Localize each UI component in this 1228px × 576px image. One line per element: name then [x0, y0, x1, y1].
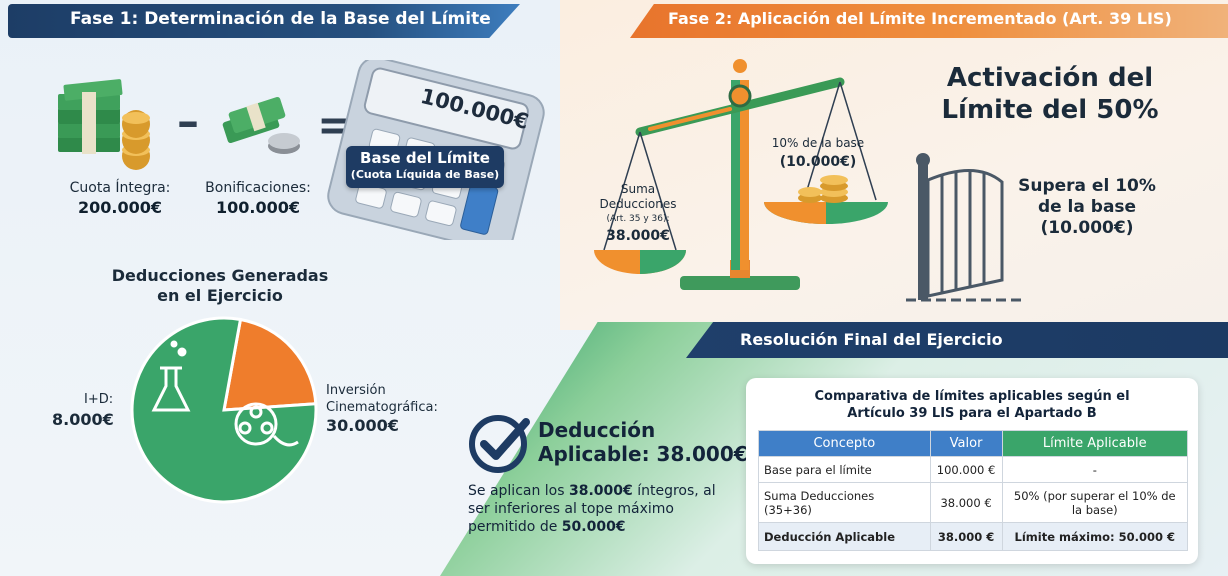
base-limit-title: Base del Límite — [360, 149, 490, 167]
deductions-title-line2: en el Ejercicio — [157, 286, 283, 305]
pie-id-label: I+D: — [84, 392, 114, 407]
left-pan-line1: Suma — [620, 182, 656, 196]
cell-limite: 50% (por superar el 10% de la base) — [1001, 482, 1189, 523]
table-row: Deducción Aplicable 38.000 € Límite máxi… — [758, 522, 1189, 551]
table-row: Suma Deducciones (35+36) 38.000 € 50% (p… — [758, 482, 1189, 523]
phase2-title: Fase 2: Aplicación del Límite Incrementa… — [668, 9, 1172, 28]
pie-cine-label: Inversión Cinematográfica: — [326, 382, 438, 416]
left-pan-line2: Deducciones — [599, 197, 677, 211]
apply-text-bold2: 50.000€ — [561, 519, 626, 535]
apply-text-part1: Se aplican los — [468, 483, 569, 499]
cell-valor: 38.000 € — [929, 482, 1003, 523]
header-limite: Límite Aplicable — [1001, 430, 1189, 457]
bonif-label: Bonificaciones: — [205, 180, 311, 196]
left-pan-value: 38.000€ — [606, 228, 670, 244]
cell-limite: - — [1001, 456, 1189, 483]
deductions-pie-chart — [130, 316, 318, 504]
comparison-title-line1: Comparativa de límites aplicables según … — [814, 389, 1130, 404]
header-concepto: Concepto — [758, 430, 931, 457]
deductions-title-line1: Deducciones Generadas — [111, 266, 329, 285]
cell-valor: 38.000 € — [929, 522, 1003, 551]
base-limit-badge: Base del Límite (Cuota Líquida de Base) — [346, 146, 504, 188]
supera-line3: (10.000€) — [1040, 218, 1134, 238]
pie-id-value: 8.000€ — [52, 410, 114, 429]
cell-valor: 100.000 € — [929, 456, 1003, 483]
apply-text-bold1: 38.000€ — [569, 483, 633, 499]
activation-line1: Activación del — [946, 63, 1154, 93]
phase1-title: Fase 1: Determinación de la Base del Lím… — [70, 9, 491, 29]
cuota-label: Cuota Íntegra: — [69, 180, 171, 196]
pie-cine-label-line2: Cinematográfica: — [326, 400, 438, 415]
supera-line2: de la base — [1037, 197, 1137, 217]
apply-text-part2: íntegros, al ser inferiores al tope máxi… — [468, 483, 716, 535]
pie-cine-value: 30.000€ — [326, 416, 399, 435]
right-pan-label: 10% de la base — [771, 136, 865, 150]
balance-scale-icon — [594, 59, 888, 290]
applicable-deduction-title: Deducción Aplicable: 38.000€ — [538, 418, 748, 466]
cuota-value: 200.000€ — [77, 198, 162, 217]
applicable-explanation: Se aplican los 38.000€ íntegros, al ser … — [468, 482, 740, 536]
left-pan-line3: (Art. 35 y 36): — [606, 214, 670, 224]
activation-title: Activación del Límite del 50% — [900, 62, 1200, 126]
pie-slice-1 — [130, 316, 318, 504]
final-banner — [686, 322, 1228, 358]
money-stack-icon — [58, 79, 150, 170]
supera-line1: Supera el 10% — [1018, 176, 1156, 196]
deductions-title: Deducciones Generadas en el Ejercicio — [90, 266, 350, 306]
flask-icon — [151, 340, 191, 412]
supera-text: Supera el 10% de la base (10.000€) — [1010, 176, 1164, 239]
pie-slice-0 — [222, 317, 318, 412]
base-limit-subtitle: (Cuota Líquida de Base) — [350, 168, 500, 181]
comparison-title: Comparativa de límites aplicables según … — [746, 388, 1198, 422]
comparison-title-line2: Artículo 39 LIS para el Apartado B — [847, 406, 1097, 421]
open-gate-icon — [906, 153, 1024, 302]
applicable-title-line2: Aplicable: 38.000€ — [538, 442, 748, 466]
bills-icon — [222, 96, 300, 154]
phase1-banner — [8, 4, 520, 38]
applicable-title-line1: Deducción — [538, 418, 656, 442]
checkmark-icon — [469, 415, 530, 473]
pie-cine-label-line1: Inversión — [326, 383, 386, 398]
phase2-banner — [630, 4, 1228, 38]
right-pan-value: (10.000€) — [779, 154, 857, 170]
cell-concepto: Base para el límite — [758, 456, 931, 483]
phase2-background — [560, 0, 1228, 330]
table-row: Base para el límite 100.000 € - — [758, 456, 1189, 483]
final-title: Resolución Final del Ejercicio — [740, 330, 1003, 349]
cell-concepto: Suma Deducciones (35+36) — [758, 482, 931, 523]
cell-limite: Límite máximo: 50.000 € — [1001, 522, 1189, 551]
film-reel-icon — [234, 402, 299, 447]
cell-concepto: Deducción Aplicable — [758, 522, 931, 551]
activation-line2: Límite del 50% — [941, 95, 1159, 125]
minus-operator: – — [177, 96, 199, 147]
bonif-value: 100.000€ — [215, 198, 300, 217]
header-valor: Valor — [929, 430, 1003, 457]
comparison-table: Concepto Valor Límite Aplicable Base par… — [758, 430, 1189, 551]
left-pan-label: Suma Deducciones (Art. 35 y 36): — [596, 182, 680, 227]
